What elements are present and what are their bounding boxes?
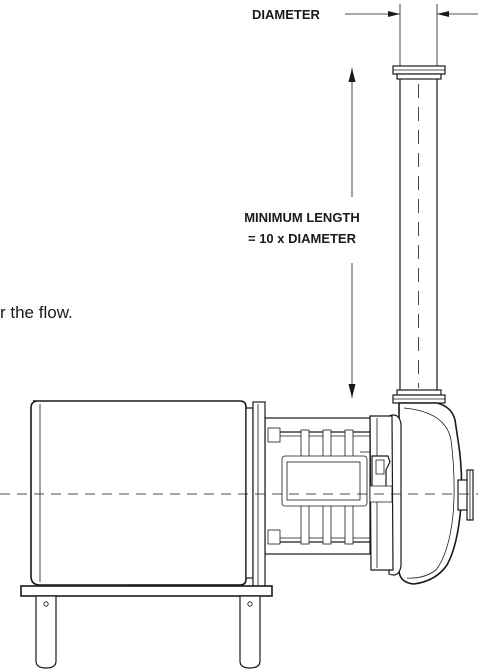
diameter-label: DIAMETER <box>252 7 321 22</box>
min-length-label-line1: MINIMUM LENGTH <box>244 210 360 225</box>
vertical-pipe <box>392 65 446 404</box>
min-length-label-line2: = 10 x DIAMETER <box>248 231 357 246</box>
motor <box>30 400 266 591</box>
body-text-fragment: r the flow. <box>0 303 73 322</box>
pump-casing <box>388 402 474 585</box>
base-frame <box>20 585 273 669</box>
adapter-frame <box>264 415 394 571</box>
length-dimension: MINIMUM LENGTH = 10 x DIAMETER <box>244 68 360 398</box>
diameter-dimension: DIAMETER <box>252 4 478 66</box>
